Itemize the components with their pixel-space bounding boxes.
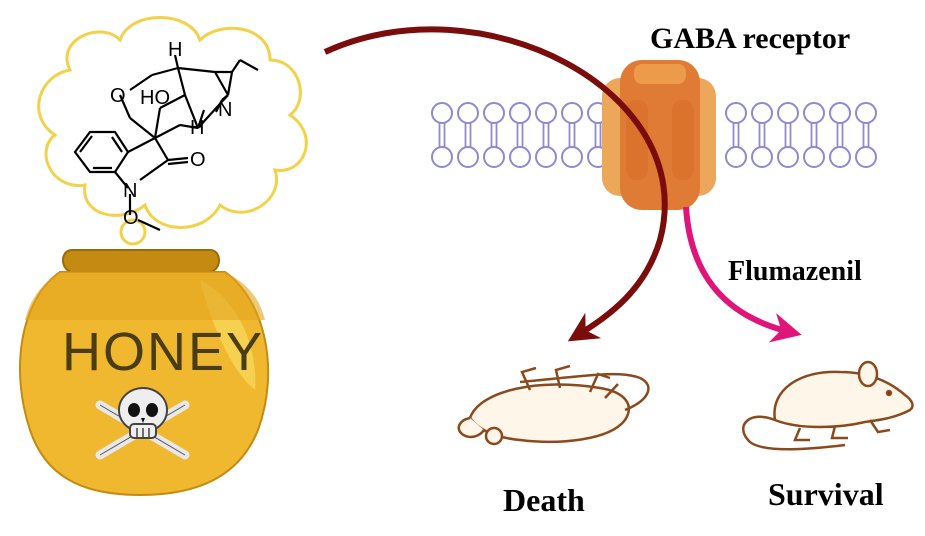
- lipid-head: [509, 146, 531, 168]
- survival-arrow: [683, 206, 802, 343]
- lipid-head: [535, 102, 557, 124]
- lipid-head: [457, 146, 479, 168]
- jar-body: [19, 271, 270, 497]
- lipid-head: [535, 146, 557, 168]
- lipid-head: [725, 102, 747, 124]
- death-label: Death: [503, 482, 585, 518]
- survival-label: Survival: [768, 476, 884, 512]
- lipid-head: [803, 146, 825, 168]
- lipid-head: [561, 146, 583, 168]
- lipid-head: [829, 102, 851, 124]
- lipid-head: [777, 102, 799, 124]
- living-rat-icon: [742, 360, 914, 451]
- jar-label: HONEY: [62, 322, 264, 382]
- gaba-receptor-icon: [602, 60, 716, 210]
- atom-n-ring: N: [218, 99, 232, 121]
- lipid-head: [777, 146, 799, 168]
- atom-o-carbonyl: O: [190, 149, 206, 171]
- lipid-bilayer: [431, 102, 877, 168]
- atom-hydroxyl: HO: [140, 87, 170, 109]
- lipid-head: [431, 146, 453, 168]
- honey-jar: HONEY: [19, 249, 270, 497]
- lipid-head: [509, 102, 531, 124]
- lipid-head: [829, 146, 851, 168]
- skull-icon: [95, 387, 190, 460]
- lipid-head: [855, 102, 877, 124]
- molecule-atom-labels: O HO H H N O N O: [110, 39, 232, 229]
- death-arrow: [323, 26, 668, 342]
- lipid-head: [855, 146, 877, 168]
- atom-n-lactam: N: [123, 180, 137, 202]
- atom-o-methoxy: O: [123, 207, 139, 229]
- atom-h-top: H: [168, 39, 182, 61]
- atom-h-bottom: H: [190, 117, 204, 139]
- thought-cloud: [37, 16, 308, 246]
- lipid-head: [431, 102, 453, 124]
- lipid-head: [457, 102, 479, 124]
- lipid-head: [751, 102, 773, 124]
- flumazenil-label: Flumazenil: [728, 256, 862, 287]
- molecule-structure: [73, 54, 259, 232]
- thought-bubble-small: [119, 218, 147, 246]
- jar-lid: [62, 249, 220, 273]
- lipid-head: [483, 146, 505, 168]
- lipid-head: [561, 102, 583, 124]
- gaba-receptor-label: GABA receptor: [650, 22, 851, 55]
- lipid-head: [751, 146, 773, 168]
- lipid-head: [725, 146, 747, 168]
- atom-o-ether: O: [110, 85, 126, 107]
- dead-rat-icon: [457, 364, 650, 446]
- lipid-head: [803, 102, 825, 124]
- lipid-head: [483, 102, 505, 124]
